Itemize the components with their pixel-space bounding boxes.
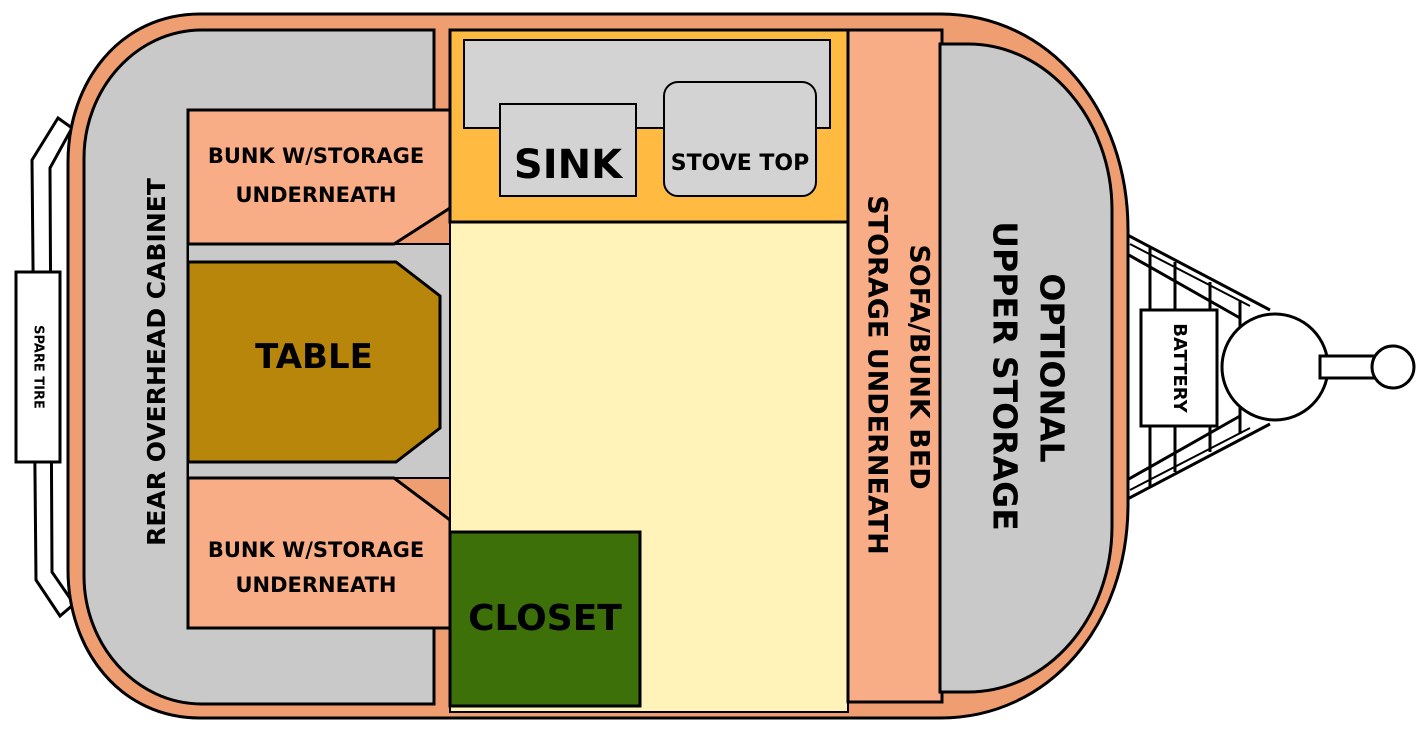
upper-storage-label-line1: OPTIONAL [1033,273,1072,462]
battery-label: BATTERY [1169,323,1190,413]
optional-upper-storage [938,42,1114,694]
rear-cabinet-label: REAR OVERHEAD CABINET [142,178,171,546]
bunk-top-label-line2: UNDERNEATH [235,183,396,207]
stove-top-label: STOVE TOP [671,151,810,176]
sofa-label-line2: STORAGE UNDERNEATH [862,195,893,555]
table-label: TABLE [255,337,373,377]
hitch-coupler-icon [1220,312,1416,422]
sofa-bunk-bed [846,28,944,704]
bunk-top [186,108,452,246]
bunk-bottom-label-line2: UNDERNEATH [235,573,396,597]
battery: BATTERY [1139,308,1219,428]
bunk-top-label-line1: BUNK W/STORAGE [208,144,424,168]
closet-label: CLOSET [468,598,622,639]
rear-overhead-cabinet [82,28,436,706]
sink-label: SINK [514,142,624,188]
upper-storage-label-line2: UPPER STORAGE [986,221,1025,531]
spare-tire-label: SPARE TIRE [31,325,46,409]
stove-top [663,81,817,197]
closet [448,530,642,708]
bunk-bottom-label-line1: BUNK W/STORAGE [208,538,424,562]
spare-tire-body [14,270,62,464]
sofa-label-line1: SOFA/BUNK BED [904,244,935,489]
spare-tire: SPARE TIRE [14,115,76,619]
table [186,260,442,464]
battery-box [1139,308,1219,428]
sink [499,103,637,197]
